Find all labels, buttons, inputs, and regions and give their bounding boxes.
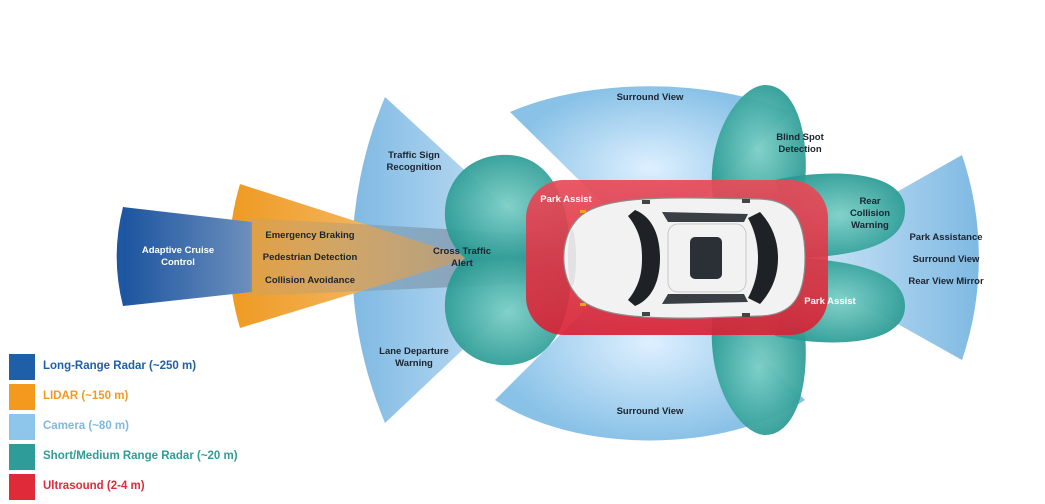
label-lane-departure-line1: Lane Departure <box>379 346 449 357</box>
label-blind-spot: Blind Spot Detection <box>740 132 860 156</box>
label-emergency-braking: Emergency Braking <box>265 230 355 241</box>
label-surround-view-bottom: Surround View <box>616 406 684 417</box>
legend-label: LIDAR (~150 m) <box>43 390 129 402</box>
label-traffic-sign-line2: Recognition <box>386 162 442 173</box>
legend-item-long-range-radar: Long-Range Radar (~250 m) <box>9 354 309 384</box>
label-surround-view-top: Surround View <box>616 92 684 103</box>
legend-swatch <box>9 444 35 470</box>
label-adaptive-cruise-line2: Control <box>161 257 195 268</box>
legend-item-short-range-radar: Short/Medium Range Radar (~20 m) <box>9 444 309 474</box>
label-cross-traffic-line1: Cross Traffic <box>432 246 492 257</box>
legend-swatch <box>9 384 35 410</box>
label-rear-collision: Rear Collision Warning <box>830 196 910 232</box>
label-cross-traffic-line2: Alert <box>451 258 473 269</box>
legend-swatch <box>9 414 35 440</box>
label-pedestrian-detection: Pedestrian Detection <box>262 252 358 263</box>
label-collision-avoidance: Collision Avoidance <box>264 275 356 286</box>
car-illustration <box>563 197 806 319</box>
legend-label: Short/Medium Range Radar (~20 m) <box>43 450 238 462</box>
long-range-radar-core <box>123 207 252 306</box>
label-park-assistance: Park Assistance <box>909 232 983 243</box>
label-surround-view-rear: Surround View <box>912 254 980 265</box>
label-blind-spot-line1: Blind Spot <box>776 132 824 143</box>
legend-swatch <box>9 354 35 380</box>
legend-label: Long-Range Radar (~250 m) <box>43 360 197 372</box>
legend-item-ultrasound: Ultrasound (2-4 m) <box>9 474 309 504</box>
label-park-assist-front: Park Assist <box>540 194 592 205</box>
legend-item-lidar: LIDAR (~150 m) <box>9 384 309 414</box>
label-rear-collision-line3: Warning <box>851 220 889 231</box>
label-rear-collision-line2: Collision <box>849 208 891 219</box>
surround-view-top-zone <box>510 86 790 250</box>
label-adaptive-cruise: Adaptive Cruise Control <box>118 245 238 269</box>
legend-swatch <box>9 474 35 500</box>
label-lane-departure-line2: Warning <box>395 358 433 369</box>
label-cross-traffic: Cross Traffic Alert <box>412 246 512 270</box>
legend-item-camera: Camera (~80 m) <box>9 414 309 444</box>
legend-label: Ultrasound (2-4 m) <box>43 480 145 492</box>
legend-label: Camera (~80 m) <box>43 420 129 432</box>
label-rear-collision-line1: Rear <box>859 196 881 207</box>
label-park-assist-rear: Park Assist <box>804 296 856 307</box>
rear-camera-zone <box>780 155 979 360</box>
label-lane-departure: Lane Departure Warning <box>354 346 474 370</box>
label-traffic-sign-line1: Traffic Sign <box>388 150 440 161</box>
legend: Long-Range Radar (~250 m) LIDAR (~150 m)… <box>9 354 309 504</box>
label-traffic-sign: Traffic Sign Recognition <box>354 150 474 174</box>
label-blind-spot-line2: Detection <box>778 144 822 155</box>
label-adaptive-cruise-line1: Adaptive Cruise <box>141 245 215 256</box>
label-rear-view-mirror: Rear View Mirror <box>908 276 984 287</box>
